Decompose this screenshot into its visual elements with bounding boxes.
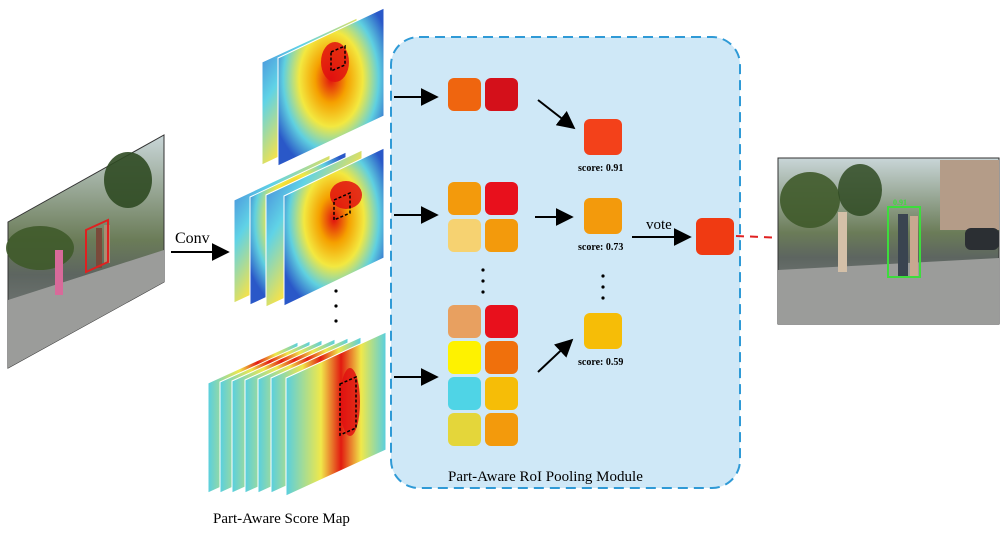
score-map-middle: [233, 147, 385, 308]
score-cell-bottom: [584, 313, 622, 349]
vote-result-cell: [696, 218, 734, 255]
stack-ellipsis: [334, 289, 338, 323]
pooled-grid-bottom: [448, 305, 518, 446]
middle-grid-cell: [448, 219, 481, 252]
arrow-top-score: [537, 99, 576, 130]
conv-label: Conv: [175, 230, 210, 247]
score-label-top: score: 0.91: [578, 163, 623, 174]
score-label-middle: score: 0.73: [578, 242, 623, 253]
input-image: [6, 134, 165, 369]
input-detection-box: [85, 218, 109, 274]
score-map-top: [261, 7, 385, 167]
score-map-caption: Part-Aware Score Map: [213, 511, 350, 527]
score-ellipsis: [601, 274, 605, 300]
middle-grid-cell: [485, 182, 518, 215]
bottom-grid-cell: [448, 377, 481, 410]
arrow-bottom-score: [537, 338, 574, 373]
score-map-bottom: [207, 331, 387, 497]
middle-grid-cell: [448, 182, 481, 215]
score-cell-middle: [584, 198, 622, 234]
bottom-grid-cell: [448, 305, 481, 338]
vote-label: vote: [646, 217, 672, 233]
module-caption: Part-Aware RoI Pooling Module: [448, 469, 643, 485]
grid-ellipsis: [481, 268, 485, 294]
score-cell-top: [584, 119, 622, 155]
output-detection-box: [887, 206, 921, 278]
top-grid-cell: [448, 78, 481, 111]
pooled-grid-top: [448, 78, 518, 111]
top-grid-cell: [485, 78, 518, 111]
pooled-grid-middle: [448, 182, 518, 252]
bottom-grid-cell: [485, 305, 518, 338]
bottom-grid-cell: [485, 377, 518, 410]
output-box-score: 0.91: [893, 198, 907, 207]
bottom-grid-cell: [485, 413, 518, 446]
roi-pooling-module: [390, 36, 741, 489]
bottom-grid-cell: [448, 413, 481, 446]
middle-grid-cell: [485, 219, 518, 252]
bottom-grid-cell: [485, 341, 518, 374]
bottom-grid-cell: [448, 341, 481, 374]
score-label-bottom: score: 0.59: [578, 357, 623, 368]
output-image: 0.91: [777, 157, 1000, 325]
